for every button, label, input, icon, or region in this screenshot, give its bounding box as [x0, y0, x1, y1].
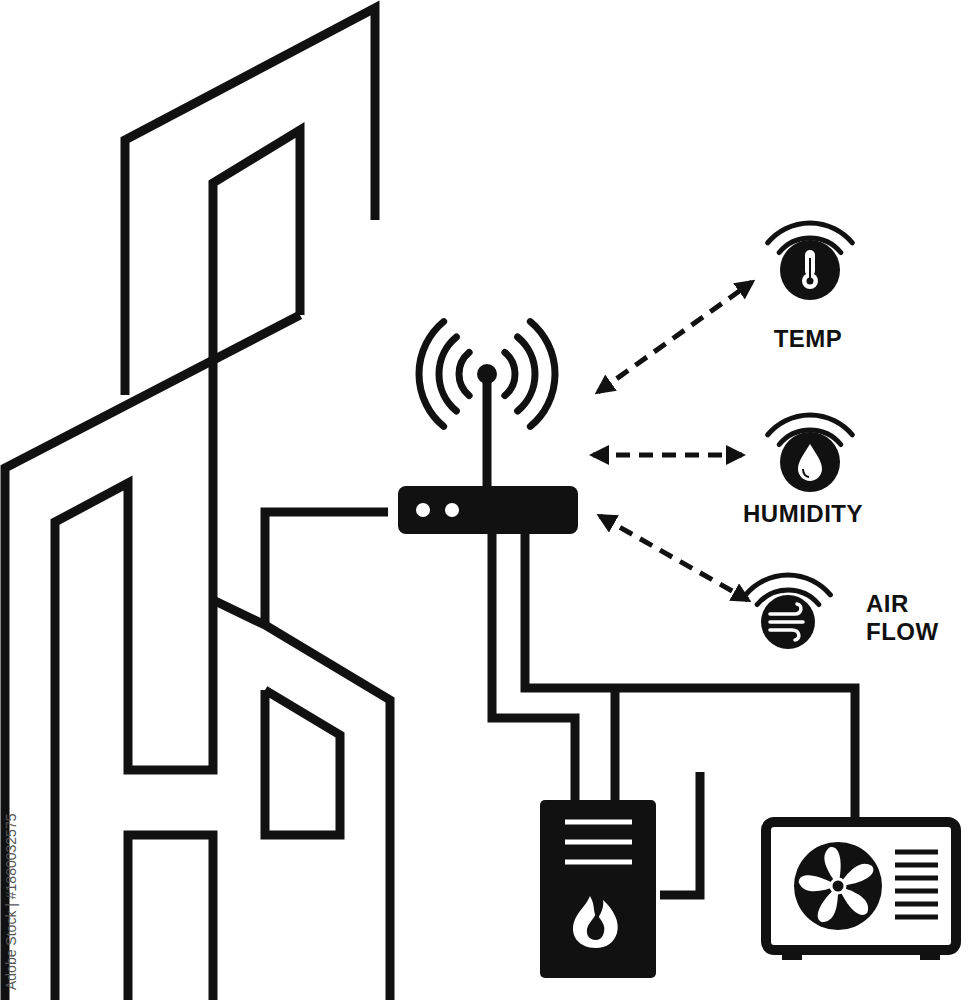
air-conditioner — [766, 822, 956, 950]
router — [505, 352, 515, 395]
router — [445, 503, 459, 517]
building — [213, 600, 390, 1000]
router — [398, 486, 578, 534]
air-conditioner — [895, 863, 938, 868]
air-conditioner — [809, 886, 851, 925]
building — [128, 835, 213, 1000]
sensor-icons — [746, 575, 831, 595]
router — [459, 352, 469, 395]
boiler — [540, 800, 656, 978]
boiler — [565, 860, 632, 865]
dashed-links — [600, 516, 748, 600]
boiler — [540, 800, 656, 978]
boiler — [565, 820, 632, 825]
router — [419, 322, 555, 427]
sensor-label: AIR FLOW — [866, 590, 966, 646]
air-conditioner — [782, 950, 802, 960]
sensor-icons — [780, 432, 840, 492]
sensor-icons — [770, 630, 799, 640]
router — [419, 322, 444, 427]
wires — [611, 688, 620, 800]
watermark: Adobe Stock | #1880032575 — [3, 814, 19, 990]
sensor-label: TEMP — [728, 325, 888, 353]
sensor-name: AIR FLOW — [866, 590, 966, 646]
air-conditioner — [895, 876, 938, 881]
sensor-name: TEMP — [728, 325, 888, 353]
sensor-icons — [779, 430, 841, 445]
air-conditioner — [895, 852, 938, 917]
sensor-icons — [798, 444, 822, 481]
air-conditioner — [794, 842, 882, 930]
sensor-label: HUMIDITY — [703, 500, 903, 528]
router — [518, 337, 535, 411]
wires — [492, 534, 575, 800]
sensor-icons — [779, 238, 841, 253]
sensor-icons — [770, 604, 803, 640]
building — [265, 512, 388, 625]
boiler — [587, 912, 605, 940]
sensor-icons — [746, 223, 853, 605]
sensor-icons — [770, 604, 801, 614]
boiler — [573, 896, 618, 948]
air-conditioner — [895, 889, 938, 894]
router — [477, 364, 497, 384]
dashed-links — [598, 282, 752, 392]
sensor-icons — [757, 590, 819, 605]
sensor-icons — [761, 595, 815, 649]
router — [530, 322, 555, 427]
sensor-icons — [768, 223, 853, 243]
dashed-links — [593, 282, 752, 600]
router — [416, 503, 430, 517]
router — [439, 337, 456, 411]
air-conditioner — [895, 850, 938, 855]
sensor-icons — [746, 223, 853, 649]
air-conditioner — [831, 879, 845, 893]
sensor-icons — [780, 240, 840, 300]
building — [265, 690, 340, 835]
air-conditioner — [895, 902, 938, 907]
air-conditioner — [895, 915, 938, 920]
router — [398, 322, 578, 534]
sensor-icons — [768, 415, 853, 435]
building — [5, 315, 300, 1000]
wires — [660, 772, 700, 895]
air-conditioner — [796, 845, 873, 924]
sensor-name: HUMIDITY — [703, 500, 903, 528]
dashed-links — [593, 453, 742, 458]
sensor-icons — [807, 278, 814, 285]
boiler — [565, 840, 632, 845]
air-conditioner — [766, 822, 956, 960]
building — [5, 8, 390, 1000]
building — [55, 380, 213, 1000]
sensor-icons — [770, 620, 803, 624]
air-conditioner — [920, 950, 940, 960]
wires — [525, 534, 855, 822]
router — [483, 378, 492, 487]
sensor-icons — [803, 469, 809, 477]
